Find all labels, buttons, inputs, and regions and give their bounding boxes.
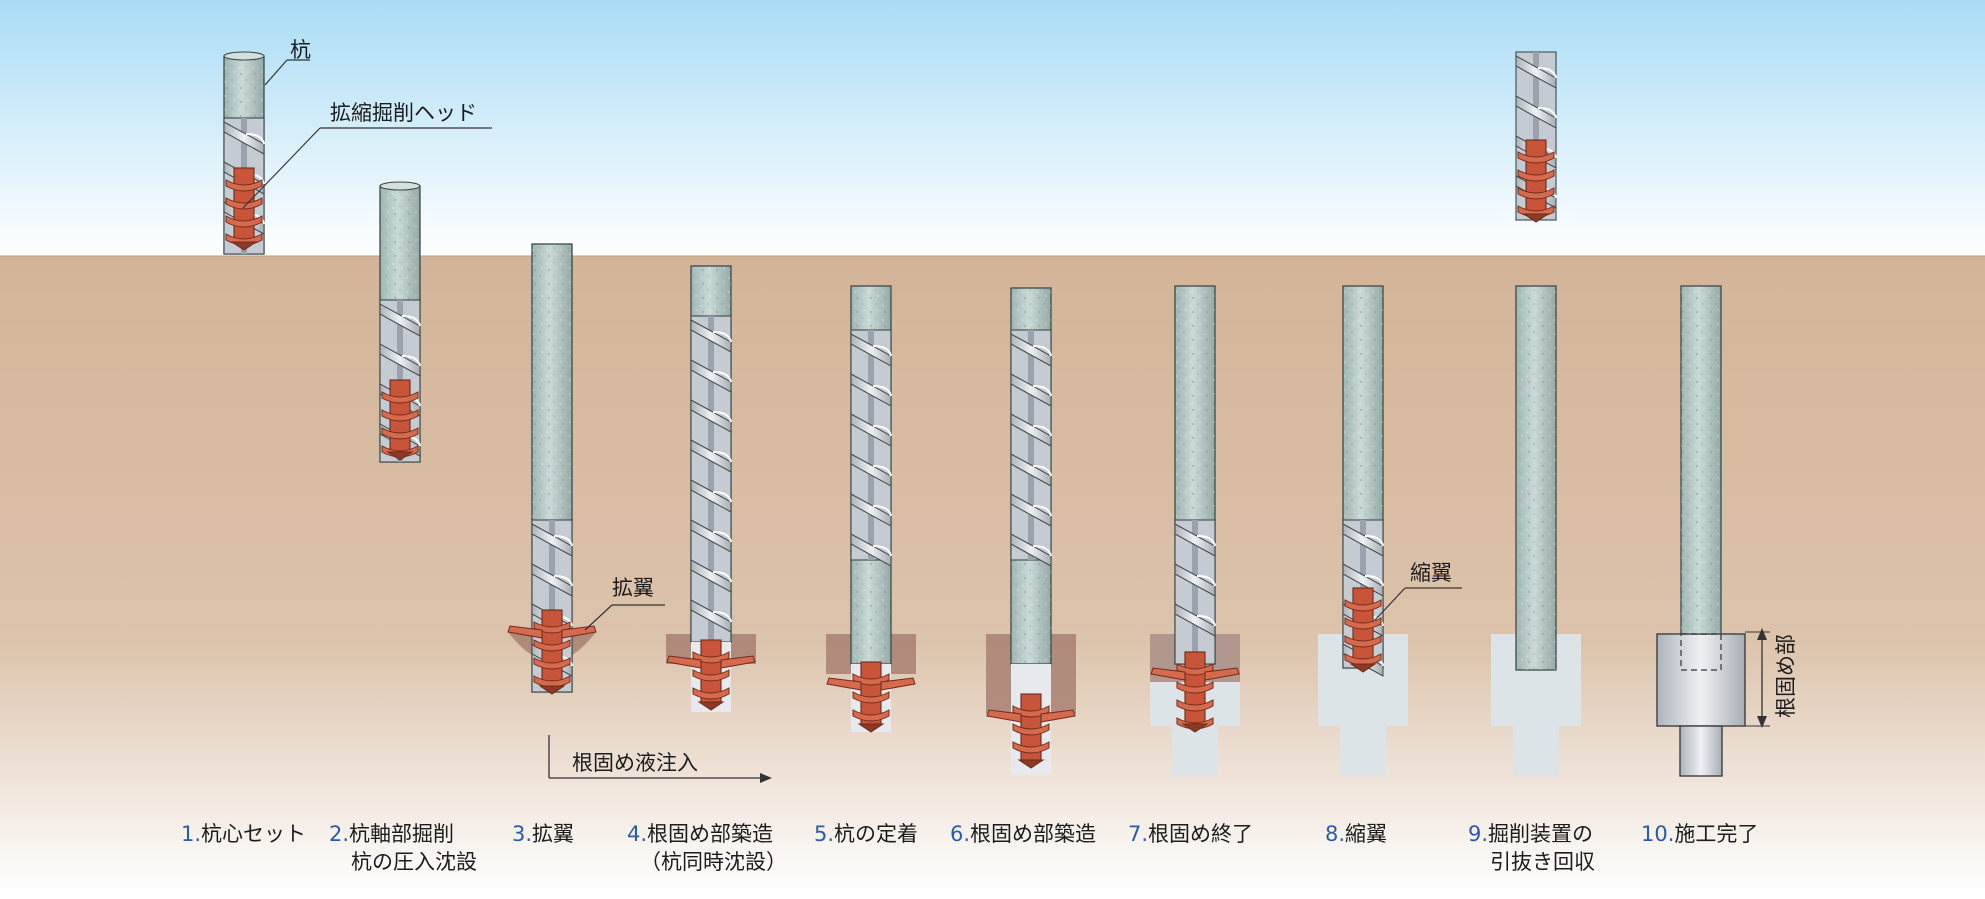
- svg-text:3.拡翼: 3.拡翼: [512, 822, 574, 846]
- label-contract: 縮翼: [1410, 561, 1452, 585]
- svg-text:（杭同時沈設）: （杭同時沈設）: [640, 850, 787, 874]
- step9-pile: [1515, 285, 1557, 671]
- step-8: 8.縮翼: [1325, 822, 1387, 846]
- callouts: 杭 拡縮掘削ヘッド 拡翼 縮翼 根固め液注入 根固め部: [242, 38, 1798, 783]
- step10-root-tip: [1679, 725, 1723, 777]
- step-10: 10.施工完了: [1641, 822, 1758, 846]
- step9-lifted-head: [1517, 139, 1555, 223]
- label-expand: 拡翼: [612, 576, 654, 600]
- step4-head: [666, 639, 756, 711]
- svg-text:4.根固め部築造: 4.根固め部築造: [627, 822, 773, 846]
- step1-head: [225, 167, 263, 251]
- svg-text:8.縮翼: 8.縮翼: [1325, 822, 1387, 846]
- step10-pile: [1680, 285, 1722, 635]
- step6-spiral: [1010, 329, 1052, 567]
- step7-spiral: [1174, 519, 1216, 665]
- svg-text:7.根固め終了: 7.根固め終了: [1128, 822, 1253, 846]
- step3-head: [507, 609, 597, 695]
- svg-text:引抜き回収: 引抜き回収: [1490, 850, 1595, 874]
- svg-text:2.杭軸部掘削: 2.杭軸部掘削: [329, 822, 454, 846]
- step6-head: [986, 693, 1076, 769]
- step10-root-body: [1656, 633, 1746, 727]
- step-5: 5.杭の定着: [814, 822, 918, 846]
- svg-text:杭の圧入沈設: 杭の圧入沈設: [351, 850, 477, 874]
- step-9: 9.掘削装置の 引抜き回収: [1468, 822, 1595, 874]
- step-2: 2.杭軸部掘削 杭の圧入沈設: [329, 822, 477, 874]
- label-inject: 根固め液注入: [572, 751, 698, 775]
- step-4: 4.根固め部築造 （杭同時沈設）: [627, 822, 787, 874]
- step7-head: [1150, 651, 1240, 733]
- svg-text:6.根固め部築造: 6.根固め部築造: [950, 822, 1096, 846]
- step5-head: [826, 661, 916, 733]
- step-3: 3.拡翼: [512, 822, 574, 846]
- step4-spiral: [690, 315, 732, 643]
- step5-spiral: [850, 329, 892, 567]
- step-illustrations: [223, 51, 1770, 777]
- svg-text:1.杭心セット: 1.杭心セット: [181, 822, 306, 846]
- step8-head: [1344, 587, 1382, 673]
- svg-text:5.杭の定着: 5.杭の定着: [814, 822, 918, 846]
- step-1: 1.杭心セット: [181, 822, 306, 846]
- ground: [0, 256, 1985, 895]
- label-pile: 杭: [290, 38, 311, 62]
- step-captions: 1.杭心セット 2.杭軸部掘削 杭の圧入沈設 3.拡翼 4.根固め部築造 （杭同…: [181, 822, 1758, 874]
- label-head: 拡縮掘削ヘッド: [330, 101, 477, 125]
- label-root: 根固め部: [1774, 634, 1798, 718]
- step10-embedded-pile: [1680, 633, 1722, 671]
- svg-text:10.施工完了: 10.施工完了: [1641, 822, 1758, 846]
- step2-head: [381, 379, 419, 461]
- step-6: 6.根固め部築造: [950, 822, 1096, 846]
- step-7: 7.根固め終了: [1128, 822, 1253, 846]
- svg-text:9.掘削装置の: 9.掘削装置の: [1468, 822, 1593, 846]
